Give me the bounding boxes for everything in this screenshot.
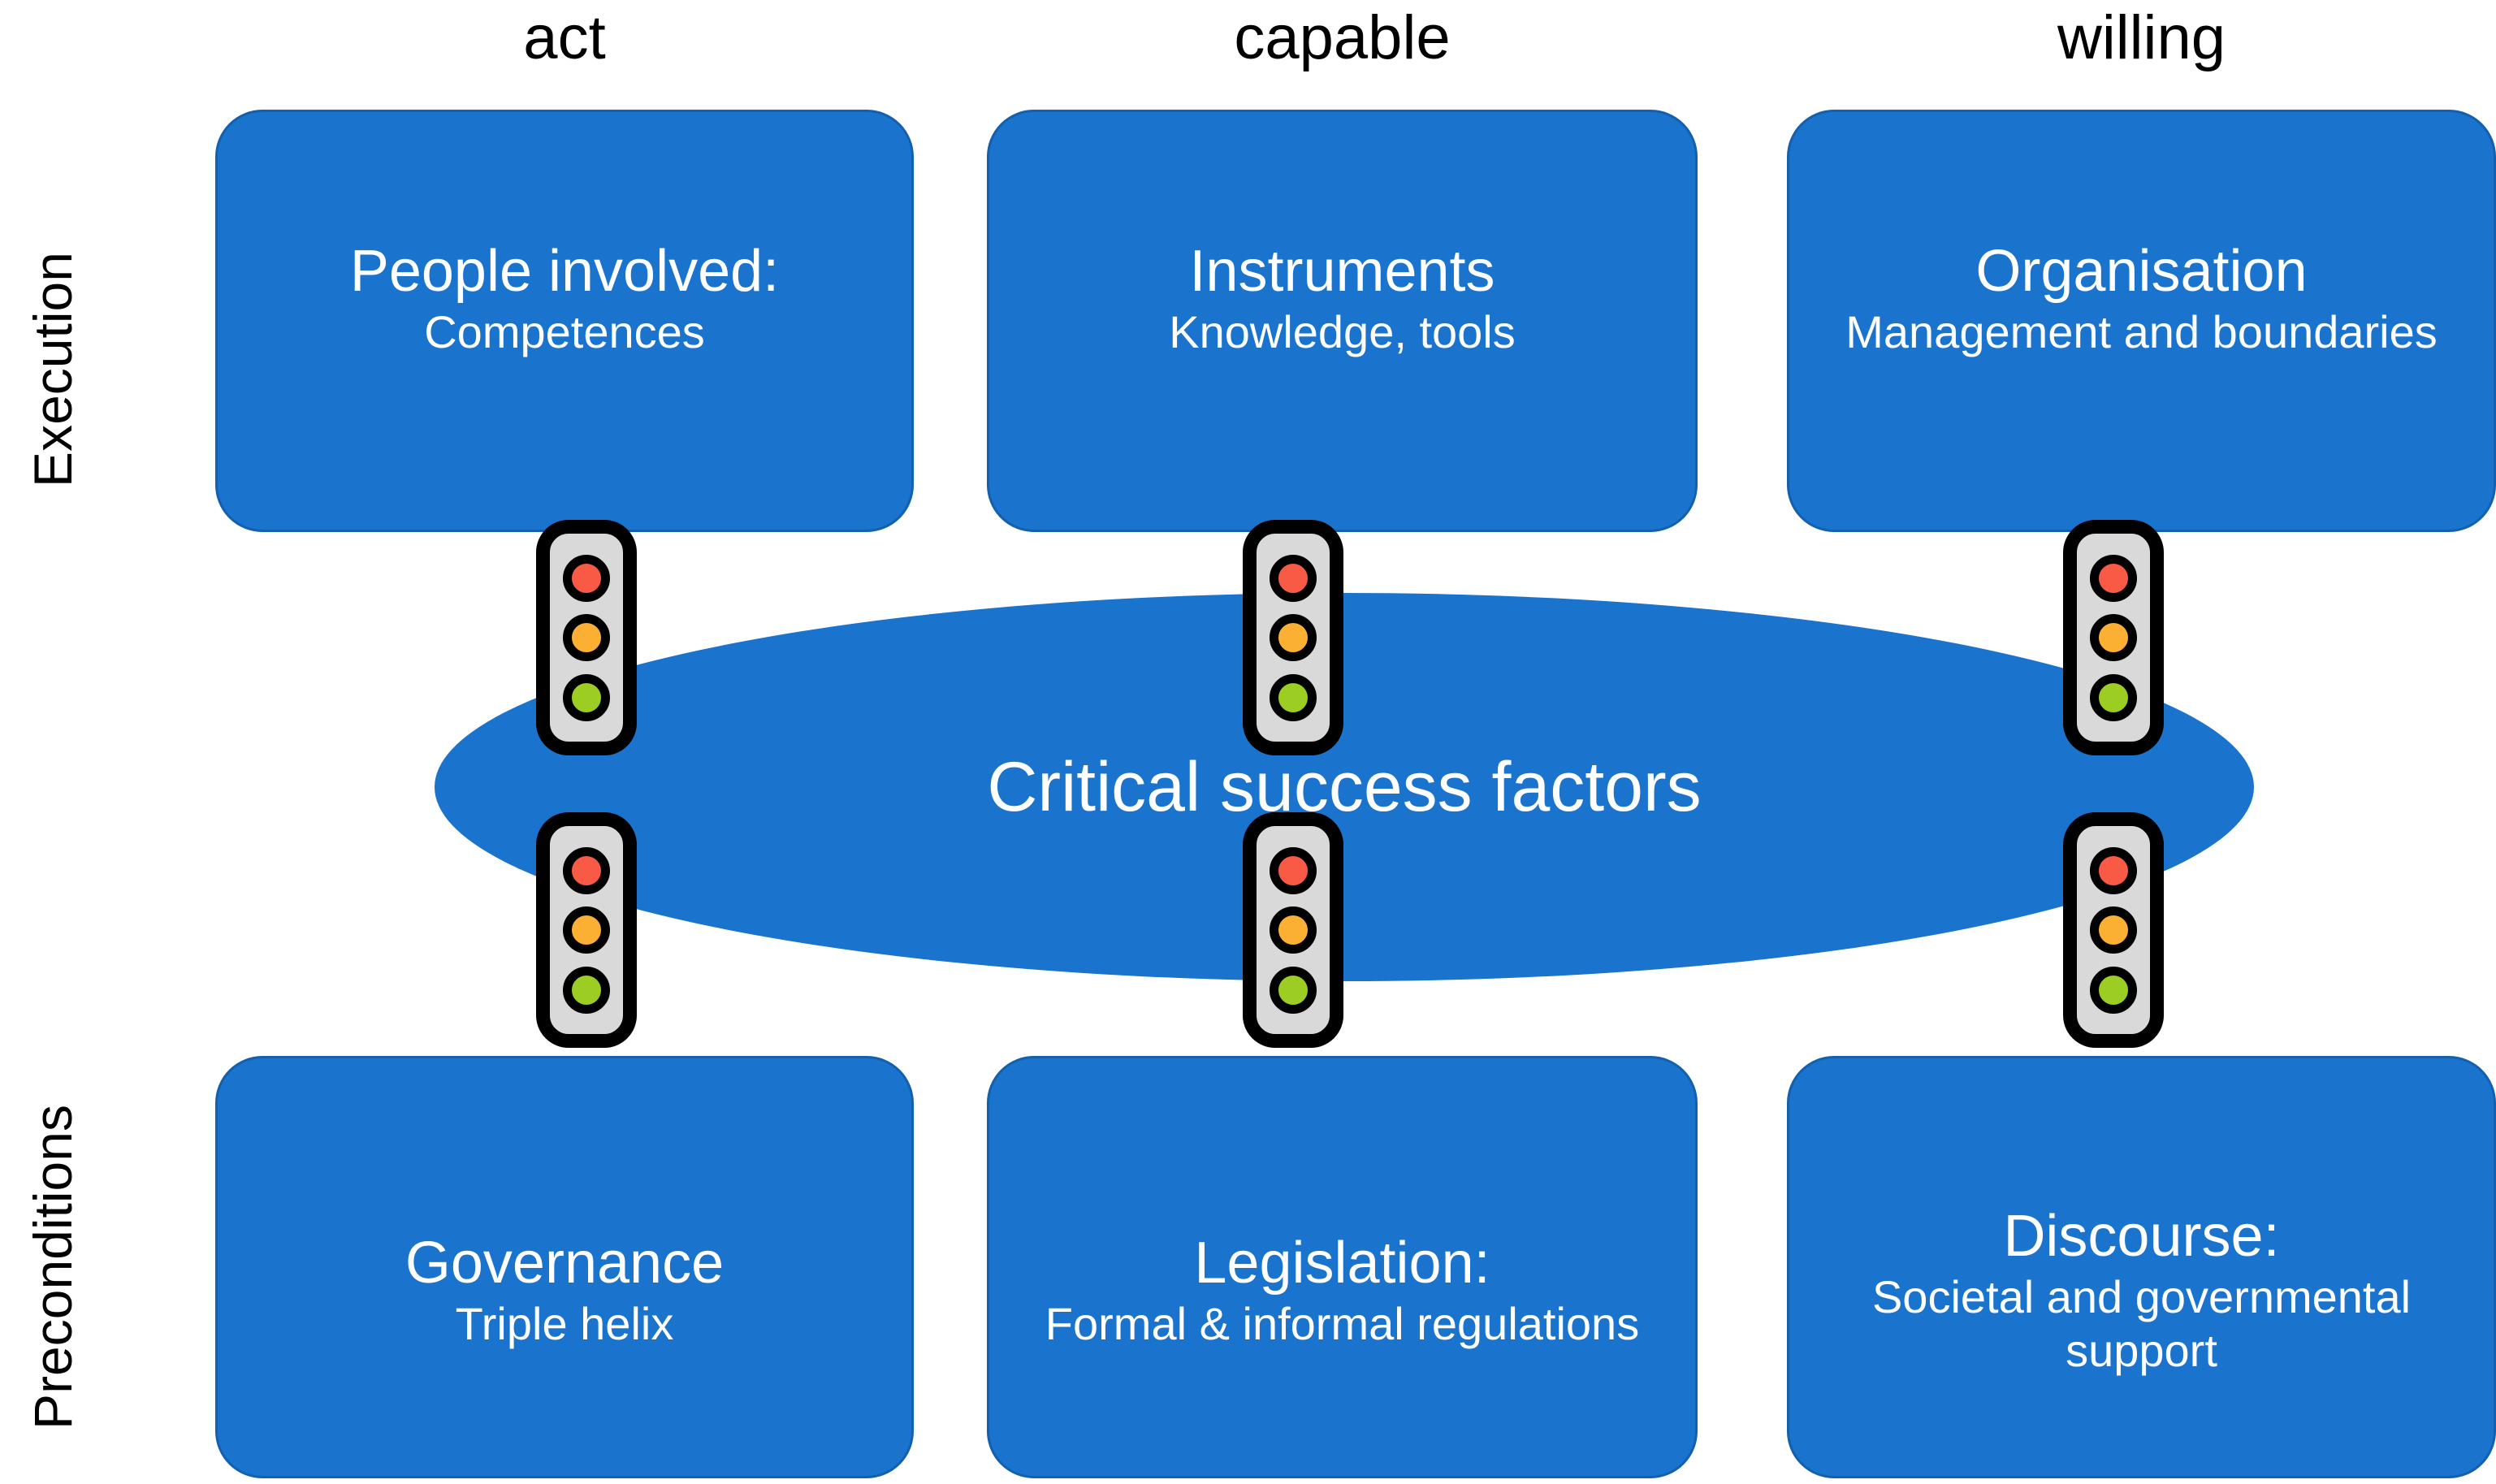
- card-governance[interactable]: Governance Triple helix: [215, 1056, 914, 1478]
- lamp-red-icon: [563, 554, 610, 602]
- lamp-green-icon: [2090, 966, 2137, 1014]
- lamp-amber-icon: [563, 614, 610, 661]
- traffic-light-icon-act-preconditions[interactable]: [536, 812, 637, 1048]
- card-instruments-title: Instruments: [1189, 239, 1495, 304]
- traffic-light-icon-act-execution[interactable]: [536, 520, 637, 755]
- lamp-green-icon: [563, 966, 610, 1014]
- lamp-red-icon: [2090, 846, 2137, 894]
- card-legislation-title: Legislation:: [1194, 1231, 1490, 1296]
- card-people-subtitle: Competences: [424, 306, 705, 357]
- lamp-green-icon: [1270, 966, 1317, 1014]
- lamp-green-icon: [2090, 673, 2137, 721]
- center-ellipse[interactable]: Critical success factors: [435, 593, 2254, 981]
- traffic-light-icon-capable-preconditions[interactable]: [1243, 812, 1343, 1048]
- lamp-amber-icon: [1270, 906, 1317, 954]
- row-label-preconditions: Preconditions: [23, 1105, 83, 1430]
- row-label-execution: Execution: [23, 252, 83, 487]
- column-header-act: act: [523, 3, 606, 72]
- card-discourse-title: Discourse:: [2003, 1204, 2280, 1269]
- column-header-capable: capable: [1234, 3, 1451, 72]
- card-organisation[interactable]: Organisation Management and boundaries: [1787, 110, 2496, 532]
- card-organisation-title: Organisation: [1975, 239, 2308, 304]
- card-discourse[interactable]: Discourse: Societal and governmental sup…: [1787, 1056, 2496, 1478]
- traffic-light-icon-willing-execution[interactable]: [2063, 520, 2164, 755]
- lamp-amber-icon: [1270, 614, 1317, 661]
- card-instruments-subtitle: Knowledge, tools: [1169, 306, 1516, 357]
- traffic-light-icon-capable-execution[interactable]: [1243, 520, 1343, 755]
- card-governance-subtitle: Triple helix: [455, 1298, 674, 1349]
- card-people-title: People involved:: [349, 239, 780, 304]
- lamp-red-icon: [2090, 554, 2137, 602]
- lamp-amber-icon: [563, 906, 610, 954]
- traffic-light-icon-willing-preconditions[interactable]: [2063, 812, 2164, 1048]
- lamp-red-icon: [1270, 554, 1317, 602]
- card-discourse-subtitle: Societal and governmental support: [1871, 1271, 2412, 1376]
- lamp-amber-icon: [2090, 614, 2137, 661]
- card-governance-title: Governance: [404, 1231, 725, 1296]
- center-ellipse-label: Critical success factors: [987, 748, 1702, 826]
- lamp-amber-icon: [2090, 906, 2137, 954]
- lamp-green-icon: [1270, 673, 1317, 721]
- card-organisation-subtitle: Management and boundaries: [1845, 306, 2438, 357]
- card-instruments[interactable]: Instruments Knowledge, tools: [987, 110, 1698, 532]
- lamp-red-icon: [563, 846, 610, 894]
- card-legislation[interactable]: Legislation: Formal & informal regulatio…: [987, 1056, 1698, 1478]
- card-legislation-subtitle: Formal & informal regulations: [1045, 1298, 1640, 1349]
- column-header-willing: willing: [2057, 3, 2226, 72]
- lamp-red-icon: [1270, 846, 1317, 894]
- lamp-green-icon: [563, 673, 610, 721]
- card-people-involved[interactable]: People involved: Competences: [215, 110, 914, 532]
